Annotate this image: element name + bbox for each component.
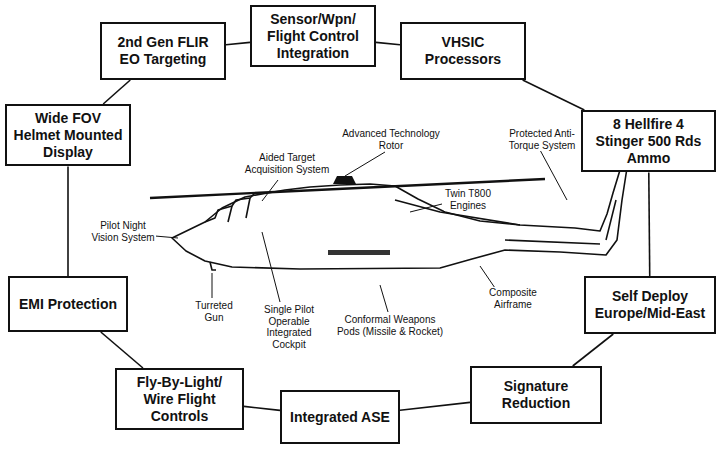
- part-label: Composite Airframe: [480, 287, 546, 310]
- leader-line: [380, 285, 388, 312]
- leader-line: [155, 236, 178, 238]
- feature-box: Integrated ASE: [280, 390, 400, 444]
- feature-text: 2nd Gen FLIR EO Targeting: [108, 34, 218, 68]
- feature-text: VHSIC Processors: [408, 34, 518, 68]
- leader-line: [410, 204, 442, 212]
- feature-box: 8 Hellfire 4 Stinger 500 Rds Ammo: [581, 110, 716, 172]
- feature-box: 2nd Gen FLIR EO Targeting: [100, 22, 226, 80]
- ring-connector: [523, 80, 585, 110]
- ring-connector: [648, 172, 651, 276]
- part-label: Advanced Technology Rotor: [330, 128, 452, 151]
- fuselage-outline: [172, 168, 627, 269]
- leader-line: [212, 273, 213, 298]
- ring-connector: [101, 332, 143, 368]
- turret-gun: [210, 262, 216, 270]
- canopy-frame: [228, 198, 250, 222]
- feature-text: Signature Reduction: [478, 378, 594, 412]
- leader-line: [262, 180, 278, 201]
- ring-connector: [244, 406, 280, 410]
- ring-connector: [376, 42, 400, 44]
- ring-connector: [573, 334, 614, 366]
- rotor-hub: [333, 176, 356, 184]
- feature-box: Sensor/Wpn/ Flight Control Integration: [250, 5, 376, 67]
- ring-connector: [103, 80, 130, 104]
- leader-line: [540, 150, 567, 200]
- part-label: Twin T800 Engines: [444, 188, 492, 211]
- part-label: Pilot Night Vision System: [90, 220, 156, 243]
- part-label: Conformal Weapons Pods (Missile & Rocket…: [335, 314, 445, 337]
- feature-text: Integrated ASE: [290, 409, 390, 426]
- leader-line: [262, 232, 280, 302]
- feature-text: Fly-By-Light/ Wire Flight Controls: [123, 374, 236, 424]
- cockpit-canopy: [205, 193, 255, 222]
- feature-box: EMI Protection: [8, 276, 128, 332]
- ring-connector: [67, 166, 69, 276]
- feature-text: Wide FOV Helmet Mounted Display: [13, 110, 123, 160]
- feature-box: Signature Reduction: [470, 366, 602, 424]
- tail-fin-line: [606, 200, 616, 240]
- leader-line: [480, 266, 495, 288]
- part-label: Single Pilot Operable Integrated Cockpit: [248, 304, 330, 350]
- feature-box: Self Deploy Europe/Mid-East: [584, 276, 716, 334]
- tail-boom-line: [505, 240, 600, 244]
- part-label: Protected Anti-Torque System: [505, 128, 579, 151]
- leader-line: [345, 152, 385, 176]
- part-label: Aided Target Acquisition System: [238, 152, 336, 175]
- part-label: Turreted Gun: [192, 300, 236, 323]
- weapons-pod: [328, 250, 390, 255]
- feature-box: VHSIC Processors: [400, 22, 526, 80]
- feature-box: Fly-By-Light/ Wire Flight Controls: [115, 368, 244, 430]
- feature-text: EMI Protection: [19, 296, 117, 313]
- ring-connector: [400, 402, 470, 410]
- feature-text: Sensor/Wpn/ Flight Control Integration: [258, 11, 368, 61]
- ring-connector: [226, 42, 250, 44]
- feature-box: Wide FOV Helmet Mounted Display: [5, 104, 131, 166]
- feature-text: 8 Hellfire 4 Stinger 500 Rds Ammo: [589, 116, 708, 166]
- feature-text: Self Deploy Europe/Mid-East: [592, 288, 708, 322]
